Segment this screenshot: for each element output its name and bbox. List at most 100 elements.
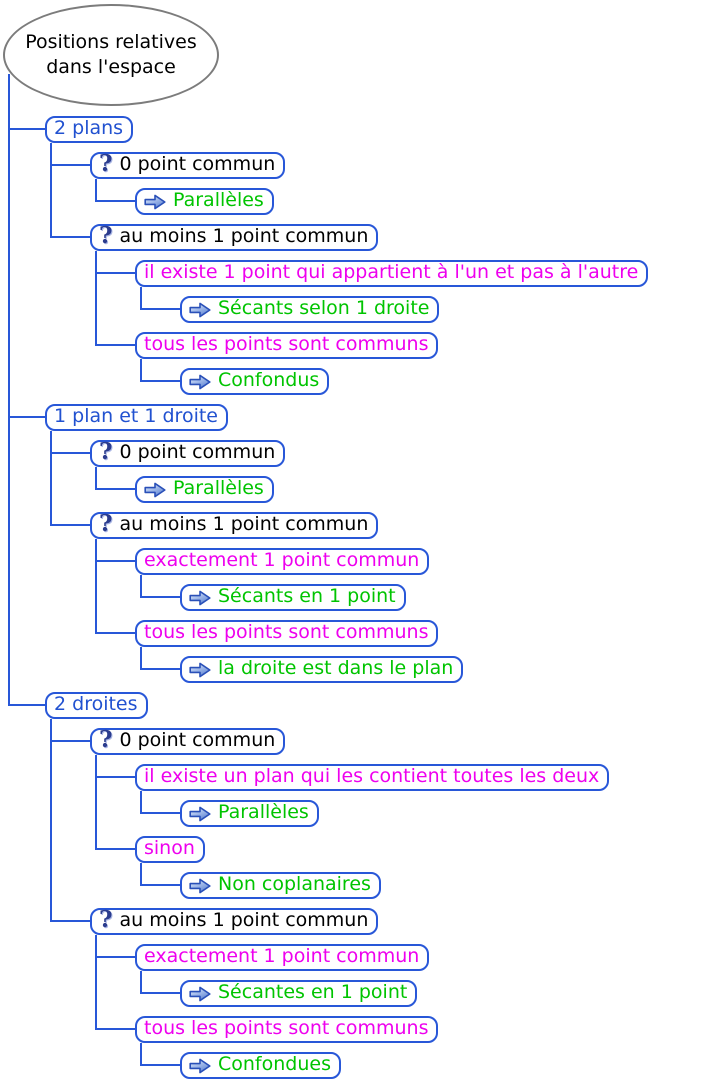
question-icon: ? — [99, 222, 113, 249]
question-icon: ? — [99, 510, 113, 537]
node-secants-selon-1-droite[interactable]: Sécants selon 1 droite — [180, 296, 440, 323]
node-confondus[interactable]: Confondus — [180, 368, 330, 395]
node-label: sinon — [144, 837, 195, 859]
node-label: tous les points sont communs — [144, 333, 429, 355]
branch-il-existe-1-point: il existe 1 point qui appartient à l'un … — [95, 251, 722, 341]
branch-tous-points-communs: tous les points sont communs la droite e… — [95, 611, 722, 692]
question-icon: ? — [99, 438, 113, 465]
branch-sinon: sinon Non coplanaires — [95, 827, 722, 908]
branch-droite-dans-le-plan: la droite est dans le plan — [140, 647, 722, 692]
branch-il-existe-un-plan: il existe un plan qui les contient toute… — [95, 755, 722, 845]
branch-au-moins-1-point: ? au moins 1 point commun exactement 1 p… — [50, 503, 722, 692]
node-secantes-en-1-point[interactable]: Sécantes en 1 point — [180, 980, 418, 1007]
node-au-moins-1-point[interactable]: ? au moins 1 point commun — [90, 510, 379, 539]
node-paralleles[interactable]: Parallèles — [135, 476, 274, 503]
node-exactement-1-point[interactable]: exactement 1 point commun — [135, 548, 430, 575]
node-tous-points-communs[interactable]: tous les points sont communs — [135, 620, 439, 647]
node-label: Non coplanaires — [218, 873, 371, 895]
node-au-moins-1-point[interactable]: ? au moins 1 point commun — [90, 906, 379, 935]
node-sinon[interactable]: sinon — [135, 836, 205, 863]
branch-2-droites: 2 droites ? 0 point commun il existe un … — [8, 683, 722, 1088]
root-title-line2: dans l'espace — [46, 56, 176, 78]
node-secants-en-1-point[interactable]: Sécants en 1 point — [180, 584, 406, 611]
node-label: tous les points sont communs — [144, 1017, 429, 1039]
root-node[interactable]: Positions relatives dans l'espace — [3, 4, 219, 106]
node-label: exactement 1 point commun — [144, 549, 420, 571]
branch-secantes-en-1-point: Sécantes en 1 point — [140, 971, 722, 1016]
branch-paralleles: Parallèles — [140, 791, 722, 836]
arrow-icon — [189, 590, 211, 605]
node-droite-dans-le-plan[interactable]: la droite est dans le plan — [180, 656, 464, 683]
children-exactement-1-point: Sécants en 1 point — [140, 575, 722, 620]
arrow-icon — [189, 374, 211, 389]
node-1-plan-1-droite[interactable]: 1 plan et 1 droite — [45, 404, 228, 431]
node-tous-points-communs[interactable]: tous les points sont communs — [135, 332, 439, 359]
node-2-plans[interactable]: 2 plans — [45, 116, 134, 143]
node-paralleles[interactable]: Parallèles — [135, 188, 274, 215]
children-2-plans: ? 0 point commun Parallèles — [50, 143, 722, 404]
node-confondues[interactable]: Confondues — [180, 1052, 341, 1079]
node-label: au moins 1 point commun — [119, 225, 369, 247]
node-label: au moins 1 point commun — [119, 513, 369, 535]
branch-paralleles: Parallèles — [95, 467, 722, 512]
children-sinon: Non coplanaires — [140, 863, 722, 908]
branch-secants-selon-1-droite: Sécants selon 1 droite — [140, 287, 722, 332]
children-0-point-commun: Parallèles — [95, 467, 722, 512]
branch-0-point-commun: ? 0 point commun il existe un plan qui l… — [50, 719, 722, 917]
arrow-icon — [189, 878, 211, 893]
node-label: la droite est dans le plan — [218, 657, 454, 679]
node-il-existe-1-point[interactable]: il existe 1 point qui appartient à l'un … — [135, 260, 649, 287]
node-tous-points-communs[interactable]: tous les points sont communs — [135, 1016, 439, 1043]
node-paralleles[interactable]: Parallèles — [180, 800, 319, 827]
branch-1-plan-1-droite: 1 plan et 1 droite ? 0 point commun Para… — [8, 395, 722, 701]
branch-tous-points-communs: tous les points sont communs Confondus — [95, 323, 722, 404]
node-2-droites[interactable]: 2 droites — [45, 692, 148, 719]
children-1-plan-1-droite: ? 0 point commun Parallèles — [50, 431, 722, 692]
node-au-moins-1-point[interactable]: ? au moins 1 point commun — [90, 222, 379, 251]
arrow-icon — [189, 302, 211, 317]
node-label: 0 point commun — [119, 441, 276, 463]
node-label: 1 plan et 1 droite — [54, 405, 218, 427]
arrow-icon — [189, 662, 211, 677]
node-label: il existe 1 point qui appartient à l'un … — [144, 261, 639, 283]
arrow-icon — [144, 482, 166, 497]
branch-0-point-commun: ? 0 point commun Parallèles — [50, 431, 722, 521]
branch-2-plans: 2 plans ? 0 point commun Parallèles — [8, 74, 722, 413]
branch-tous-points-communs: tous les points sont communs Confondues — [95, 1007, 722, 1088]
arrow-icon — [189, 986, 211, 1001]
root-children: 2 plans ? 0 point commun Parallèles — [8, 74, 722, 1088]
node-label: 2 plans — [54, 117, 124, 139]
question-icon: ? — [99, 906, 113, 933]
branch-paralleles: Parallèles — [95, 179, 722, 224]
node-label: Parallèles — [218, 801, 309, 823]
children-tous-points-communs: Confondus — [140, 359, 722, 404]
node-0-point-commun[interactable]: ? 0 point commun — [90, 438, 286, 467]
arrow-icon — [189, 806, 211, 821]
node-label: Parallèles — [173, 189, 264, 211]
node-0-point-commun[interactable]: ? 0 point commun — [90, 150, 286, 179]
node-label: 0 point commun — [119, 729, 276, 751]
node-non-coplanaires[interactable]: Non coplanaires — [180, 872, 381, 899]
root-title-line1: Positions relatives — [25, 30, 197, 53]
node-label: Sécants en 1 point — [218, 585, 396, 607]
children-au-moins-1-point: il existe 1 point qui appartient à l'un … — [95, 251, 722, 404]
node-label: exactement 1 point commun — [144, 945, 420, 967]
node-il-existe-un-plan[interactable]: il existe un plan qui les contient toute… — [135, 764, 610, 791]
node-label: Sécantes en 1 point — [218, 981, 408, 1003]
node-exactement-1-point[interactable]: exactement 1 point commun — [135, 944, 430, 971]
branch-exactement-1-point: exactement 1 point commun Sécantes en 1 … — [95, 935, 722, 1025]
question-icon: ? — [99, 150, 113, 177]
node-label: 2 droites — [54, 693, 138, 715]
children-il-existe-1-point: Sécants selon 1 droite — [140, 287, 722, 332]
node-label: 0 point commun — [119, 153, 276, 175]
branch-0-point-commun: ? 0 point commun Parallèles — [50, 143, 722, 233]
children-au-moins-1-point: exactement 1 point commun Sécantes en 1 … — [95, 935, 722, 1088]
branch-exactement-1-point: exactement 1 point commun Sécants en 1 p… — [95, 539, 722, 629]
branch-confondues: Confondues — [140, 1043, 722, 1088]
node-0-point-commun[interactable]: ? 0 point commun — [90, 726, 286, 755]
question-icon: ? — [99, 726, 113, 753]
branch-secants-en-1-point: Sécants en 1 point — [140, 575, 722, 620]
node-label: il existe un plan qui les contient toute… — [144, 765, 600, 787]
children-2-droites: ? 0 point commun il existe un plan qui l… — [50, 719, 722, 1088]
